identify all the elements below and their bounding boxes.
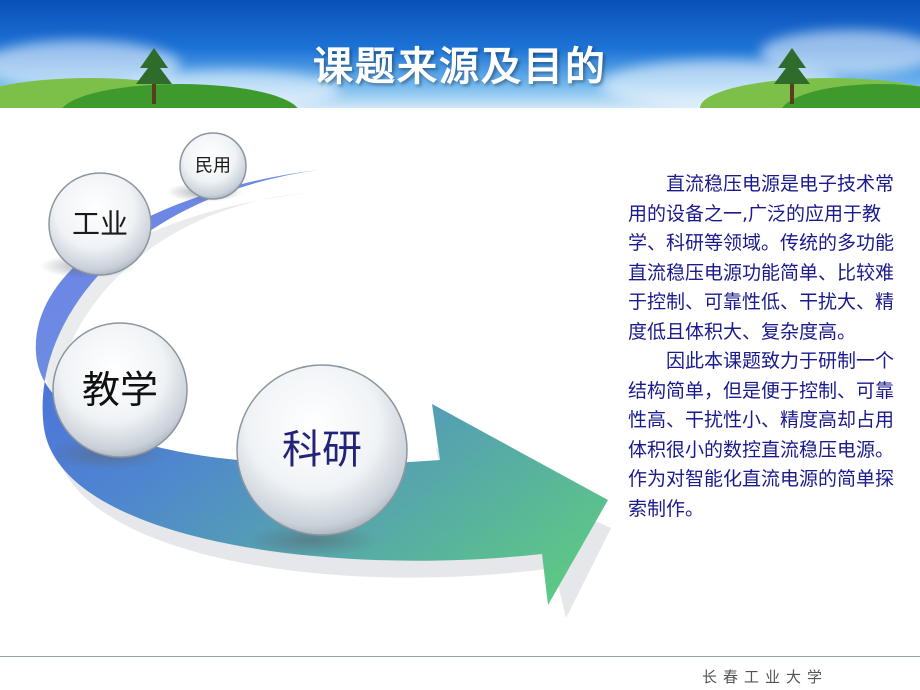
application-arrow-diagram: 民用 工业 教学 科研: [35, 132, 611, 618]
circle-teaching: 教学: [48, 322, 188, 470]
paragraph-2: 因此本课题致力于研制一个结构简单，但是便于控制、可靠性高、干扰性小、精度高却占用…: [628, 350, 895, 520]
tree-left-icon: [136, 48, 172, 104]
description-text: 直流稳压电源是电子技术常用的设备之一,广泛的应用于教学、科研等领域。传统的多功能…: [628, 170, 898, 524]
tree-right-icon: [774, 48, 810, 104]
circle-industry: 工业: [40, 172, 152, 278]
circle-civil-use: 民用: [167, 132, 247, 202]
curved-arrow-shape: [35, 170, 608, 605]
circle-research: 科研: [236, 364, 408, 556]
slide-title: 课题来源及目的: [313, 44, 607, 90]
circle-industry-label: 工业: [72, 208, 128, 241]
footer-university-name: 长春工业大学: [701, 668, 828, 686]
paragraph-1: 直流稳压电源是电子技术常用的设备之一,广泛的应用于教学、科研等领域。传统的多功能…: [628, 173, 895, 343]
circle-teaching-label: 教学: [82, 368, 158, 412]
header-banner: 课题来源及目的: [0, 0, 920, 108]
circle-research-label: 科研: [282, 427, 362, 473]
footer-divider: [0, 656, 920, 657]
circle-civil-use-label: 民用: [195, 156, 231, 177]
